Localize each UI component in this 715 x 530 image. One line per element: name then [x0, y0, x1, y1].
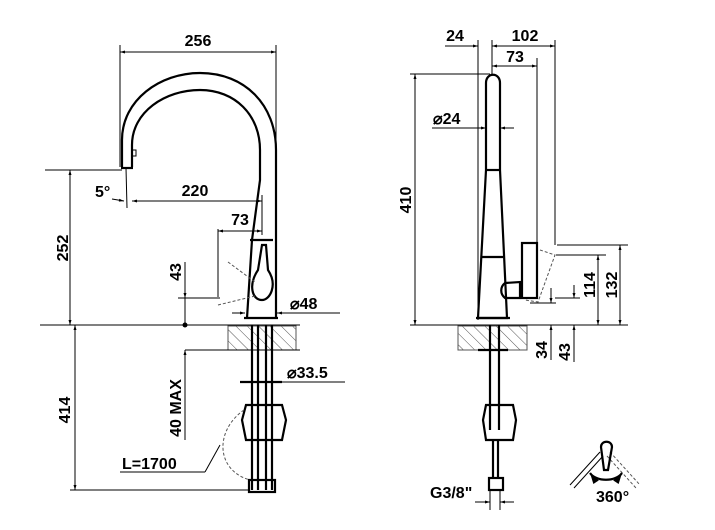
dim-114: 114: [582, 272, 599, 298]
dim-43-side: 43: [557, 343, 574, 361]
thread-size: G3/8": [430, 485, 472, 502]
dim-5-degree: 5°: [95, 184, 110, 201]
dim-24-side: 24: [446, 28, 464, 45]
dim-24-diameter: ⌀24: [433, 111, 461, 128]
dim-40-max: 40 MAX: [168, 379, 185, 437]
rotation-label: 360°: [596, 489, 629, 506]
dim-34: 34: [534, 341, 551, 359]
dim-252: 252: [55, 235, 72, 262]
dim-48-diameter: ⌀48: [290, 296, 318, 313]
dim-43-front: 43: [168, 263, 185, 281]
spout-outer: [120, 71, 278, 318]
dim-220: 220: [182, 183, 209, 200]
dim-73-side: 73: [506, 49, 524, 66]
lever-handle: [251, 243, 274, 302]
dim-73-front: 73: [231, 212, 249, 229]
rotation-360-icon: 360°: [569, 440, 641, 506]
dim-33-5-diameter: ⌀33.5: [287, 365, 328, 382]
dim-132: 132: [604, 272, 621, 299]
dim-102: 102: [512, 28, 539, 45]
front-view: 256 220 5° 73 252 43 ⌀48 414 40 MAX ⌀33.…: [40, 33, 345, 494]
side-body: [476, 73, 509, 320]
dim-414: 414: [57, 397, 74, 424]
hose-length: L=1700: [122, 456, 177, 473]
side-view: 24 102 73 410 ⌀24 132 114 34 43 G3/8": [398, 28, 628, 510]
dim-256: 256: [185, 33, 212, 50]
spout-inner: [130, 88, 262, 319]
dim-410: 410: [398, 187, 415, 214]
side-handle: [520, 241, 539, 300]
